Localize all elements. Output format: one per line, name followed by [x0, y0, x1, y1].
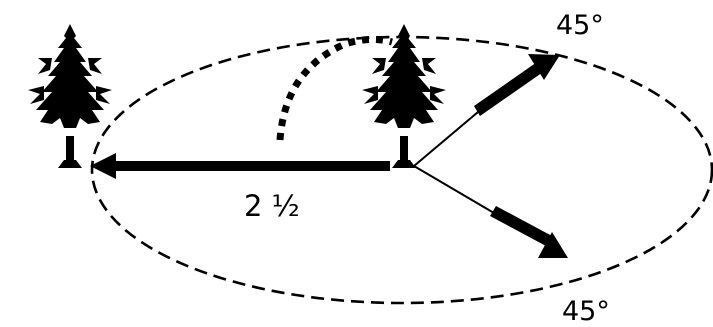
angle-bottom-label: 45°: [562, 296, 610, 327]
tree-icon: [28, 24, 112, 168]
lower-45-arrow: [490, 206, 568, 258]
tree-icon: [362, 24, 446, 168]
angle-top-label: 45°: [556, 10, 604, 41]
lower-ray: [414, 166, 494, 213]
distance-label: 2 ½: [244, 189, 300, 223]
distance-arrow: [90, 153, 390, 179]
upper-45-arrow: [474, 54, 560, 116]
